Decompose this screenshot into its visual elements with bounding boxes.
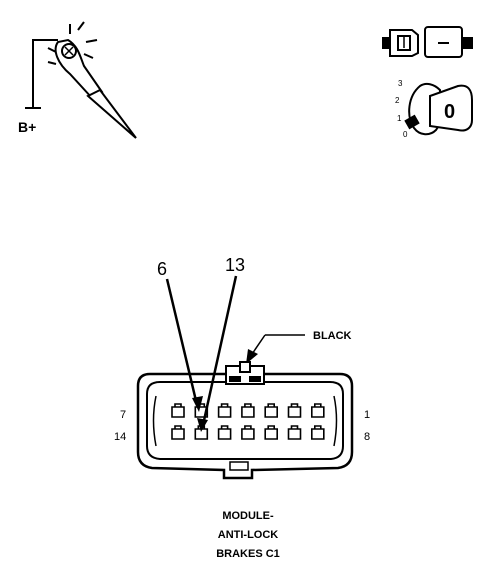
- key-position-label: 0: [444, 101, 455, 123]
- caption-line-3: BRAKES C1: [216, 548, 280, 560]
- row-top-left-pin-label: 7: [120, 409, 126, 421]
- pin-cavity-7: [171, 403, 185, 418]
- pin-cavity-2: [287, 403, 302, 418]
- connector-plug-icon: [382, 26, 473, 58]
- pin-cavity-3: [264, 403, 278, 418]
- callout-pin-6-label: 6: [157, 259, 167, 279]
- pin-cavity-13: [194, 425, 209, 440]
- connector-caption: MODULE- ANTI-LOCK BRAKES C1: [0, 507, 496, 564]
- caption-line-1: MODULE-: [222, 510, 274, 522]
- callout-pin-13-label: 13: [225, 255, 245, 275]
- ignition-position-0: 0: [403, 130, 408, 139]
- pin-cavity-5: [217, 403, 232, 418]
- connector-face: [136, 361, 354, 480]
- pin-cavity-12: [217, 425, 232, 440]
- pin-cavity-14: [171, 425, 185, 440]
- pin-cavity-8: [311, 425, 325, 440]
- callout-pin-6-arrow: [165, 278, 203, 412]
- connector-color-label: BLACK: [313, 330, 352, 342]
- pin-cavity-11: [241, 425, 255, 440]
- pin-cavity-10: [264, 425, 278, 440]
- row-bottom-left-pin-label: 14: [114, 431, 126, 443]
- row-top-right-pin-label: 1: [364, 409, 370, 421]
- ignition-position-2: 2: [395, 96, 400, 105]
- pin-cavity-9: [287, 425, 302, 440]
- caption-line-2: ANTI-LOCK: [217, 529, 279, 541]
- ignition-position-3: 3: [398, 79, 403, 88]
- pin-cavity-4: [241, 403, 255, 418]
- row-bottom-right-pin-label: 8: [364, 431, 370, 443]
- ignition-switch-icon: [404, 82, 473, 136]
- test-light-probe-icon: [25, 21, 137, 139]
- connector-color-arrow: [246, 334, 305, 364]
- battery-positive-label: B+: [18, 119, 36, 135]
- pin-cavity-6: [194, 403, 209, 418]
- connector-pin-grid: [171, 403, 325, 440]
- callout-pin-13-arrow: [197, 275, 238, 432]
- ignition-position-1: 1: [397, 114, 402, 123]
- pin-cavity-1: [311, 403, 325, 418]
